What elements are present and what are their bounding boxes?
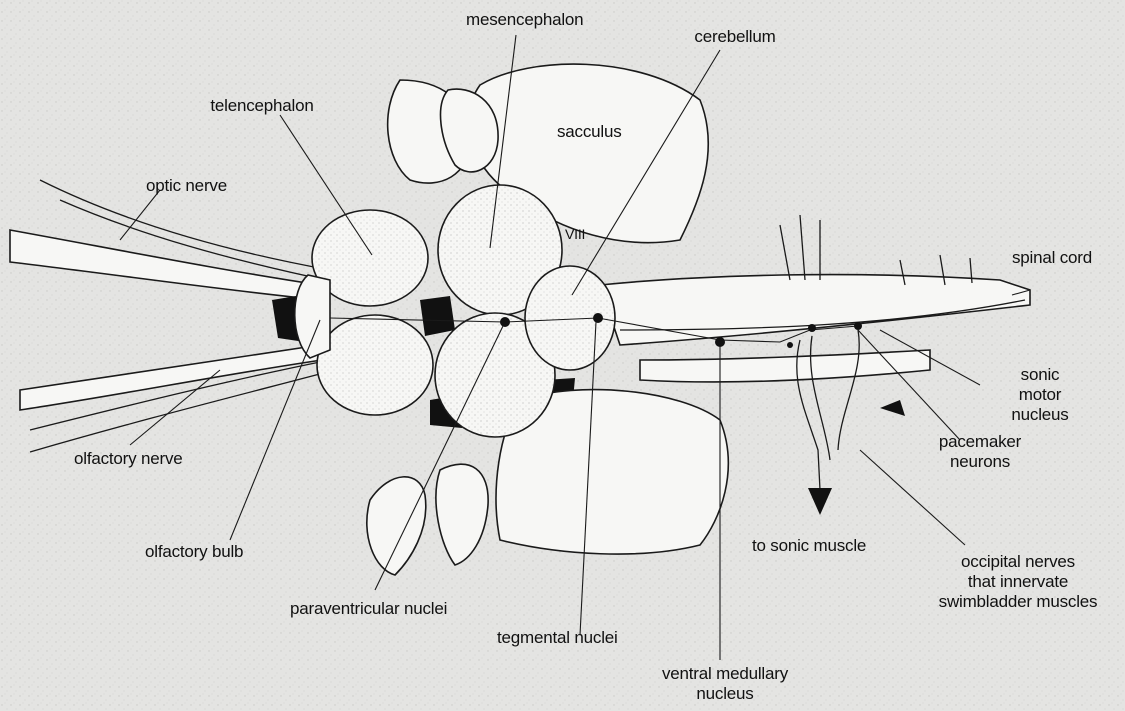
label-optic-nerve: optic nerve bbox=[146, 176, 227, 196]
label-mesencephalon: mesencephalon bbox=[466, 10, 576, 30]
label-olfactory-bulb: olfactory bulb bbox=[145, 542, 243, 562]
label-pacemaker-neurons: pacemaker neurons bbox=[925, 432, 1035, 472]
ventral-medullary-dot bbox=[715, 337, 725, 347]
label-cerebellum: cerebellum bbox=[690, 27, 780, 47]
paraventricular-dot bbox=[500, 317, 510, 327]
label-sacculus: sacculus bbox=[557, 122, 622, 142]
label-paraventricular-nuclei: paraventricular nuclei bbox=[290, 599, 447, 619]
pacemaker-dot-1 bbox=[808, 324, 816, 332]
motor-dot bbox=[787, 342, 793, 348]
label-olfactory-nerve: olfactory nerve bbox=[74, 449, 183, 469]
tegmental-dot bbox=[593, 313, 603, 323]
label-spinal-cord: spinal cord bbox=[1012, 248, 1092, 268]
label-tegmental-nuclei: tegmental nuclei bbox=[497, 628, 618, 648]
label-occipital-nerves: occipital nerves that innervate swimblad… bbox=[918, 552, 1118, 612]
label-telencephalon: telencephalon bbox=[197, 96, 327, 116]
pacemaker-dot-2 bbox=[854, 322, 862, 330]
label-to-sonic-muscle: to sonic muscle bbox=[752, 536, 866, 556]
label-viii: VIII bbox=[565, 224, 585, 244]
label-sonic-motor-nucleus: sonic motor nucleus bbox=[1010, 365, 1070, 425]
label-ventral-medullary-nucleus: ventral medullary nucleus bbox=[640, 664, 810, 704]
